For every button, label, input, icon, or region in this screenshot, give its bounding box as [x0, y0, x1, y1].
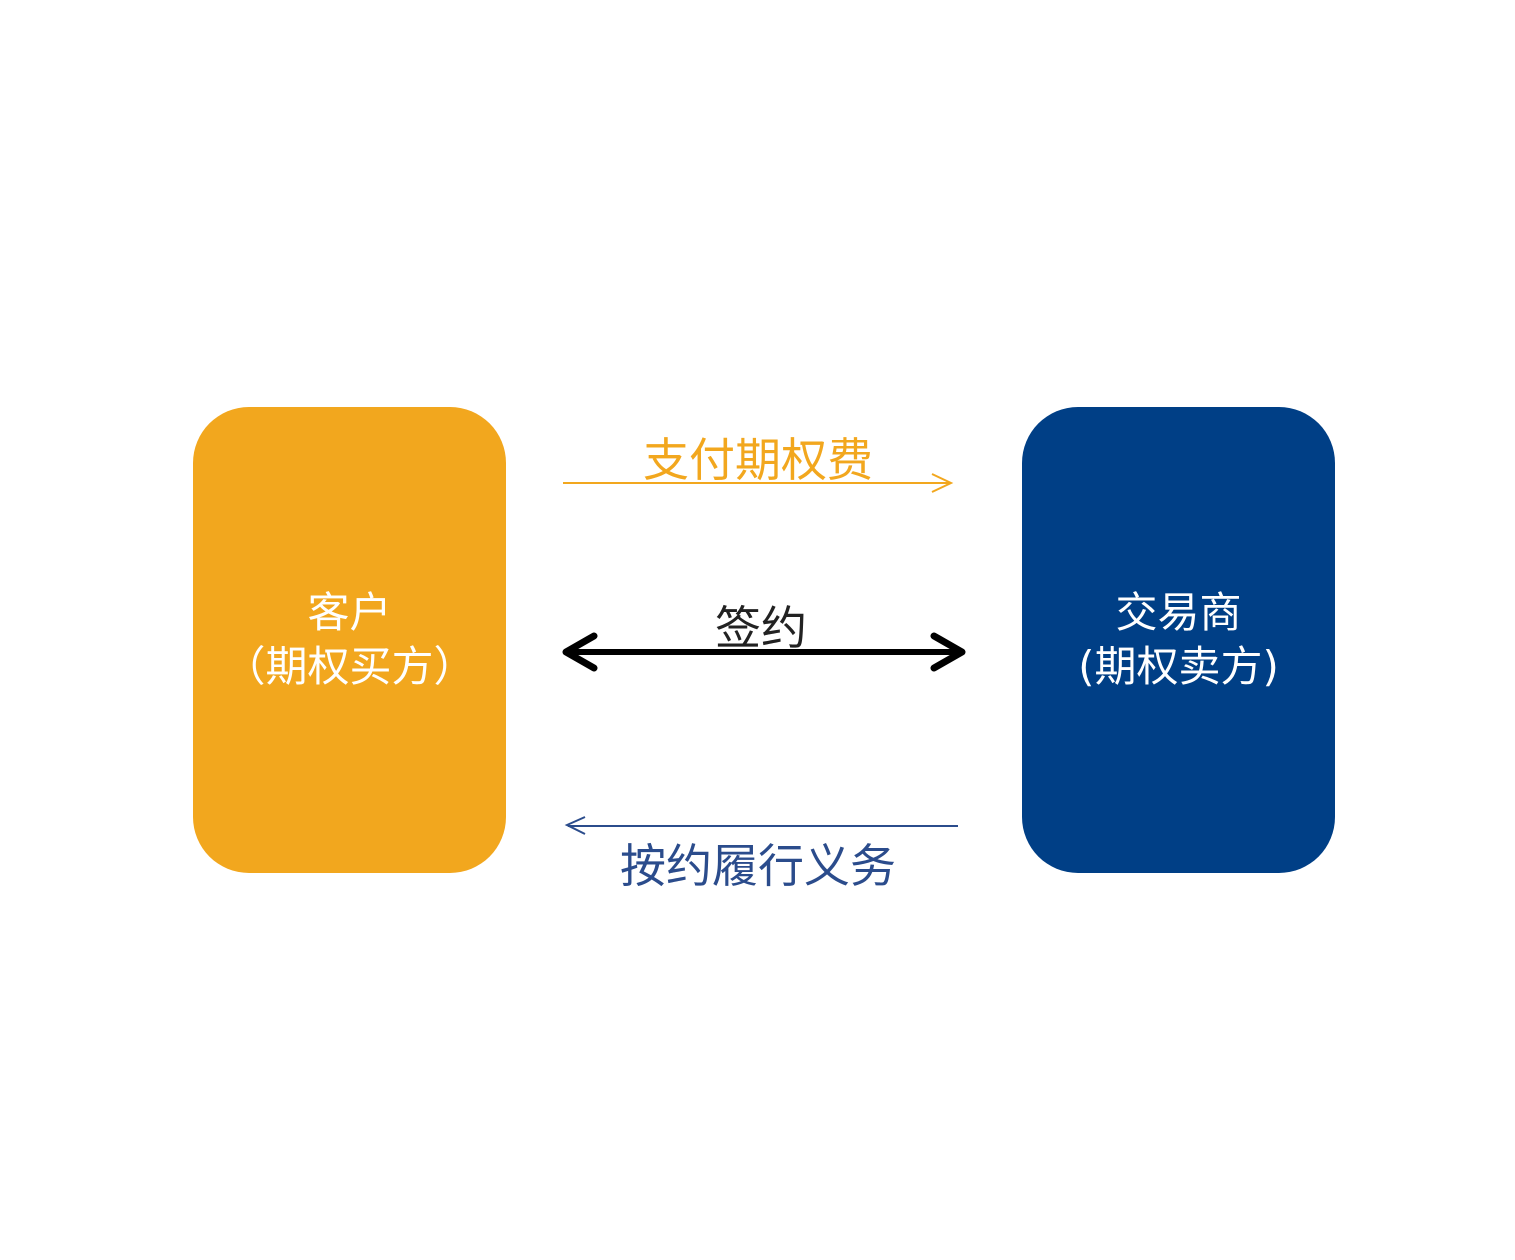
- contract-arrow: [562, 632, 966, 672]
- perform-arrow: [564, 816, 958, 835]
- premium-label: 支付期权费: [643, 433, 873, 487]
- premium-arrow: [563, 473, 954, 493]
- customer-title: 客户: [307, 588, 392, 637]
- perform-label: 按约履行义务: [620, 839, 896, 893]
- customer-subtitle: （期权买方）: [223, 642, 476, 691]
- contract-label: 签约: [715, 601, 807, 655]
- dealer-subtitle: (期权卖方): [1078, 642, 1279, 691]
- dealer-title: 交易商: [1115, 588, 1242, 637]
- customer-box: 客户 （期权买方）: [193, 407, 506, 873]
- dealer-box: 交易商 (期权卖方): [1022, 407, 1335, 873]
